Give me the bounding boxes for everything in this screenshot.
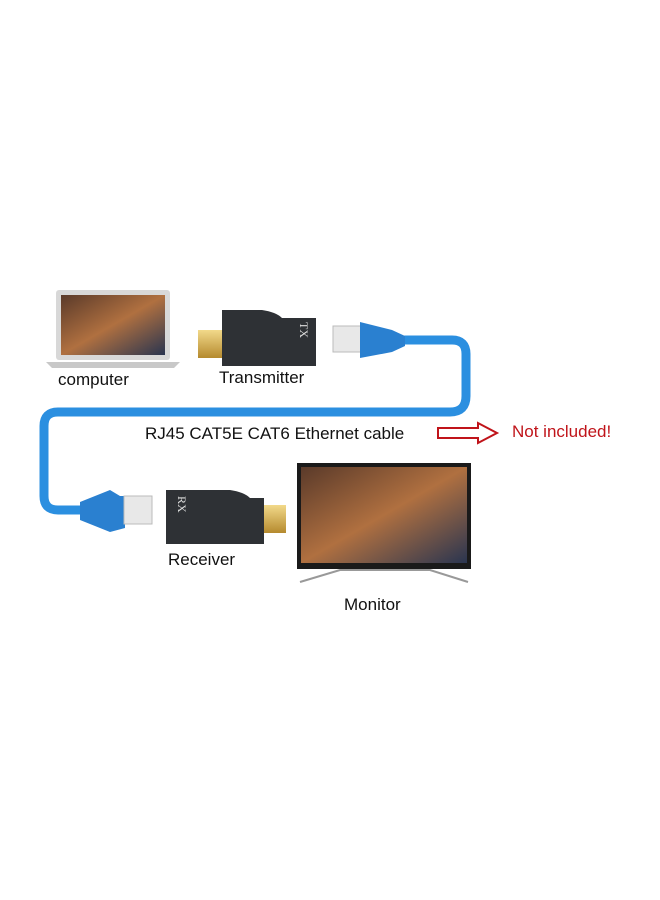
transmitter-label: Transmitter [219, 368, 305, 387]
laptop-icon [46, 290, 180, 368]
rx-mark: RX [175, 496, 189, 513]
transmitter-adapter-icon: TX [198, 310, 316, 366]
monitor-icon [297, 463, 471, 583]
ethernet-cable [39, 335, 471, 515]
tx-mark: TX [297, 322, 311, 338]
rj45-plug-bottom-icon [80, 490, 153, 532]
computer-label: computer [58, 370, 129, 389]
cable-label: RJ45 CAT5E CAT6 Ethernet cable [145, 424, 405, 443]
rj45-plug-top-icon [332, 322, 405, 358]
not-included-label: Not included! [512, 422, 612, 441]
monitor-label: Monitor [344, 595, 401, 614]
receiver-adapter-icon: RX [166, 490, 286, 544]
receiver-label: Receiver [168, 550, 236, 569]
arrow-icon [437, 421, 500, 445]
